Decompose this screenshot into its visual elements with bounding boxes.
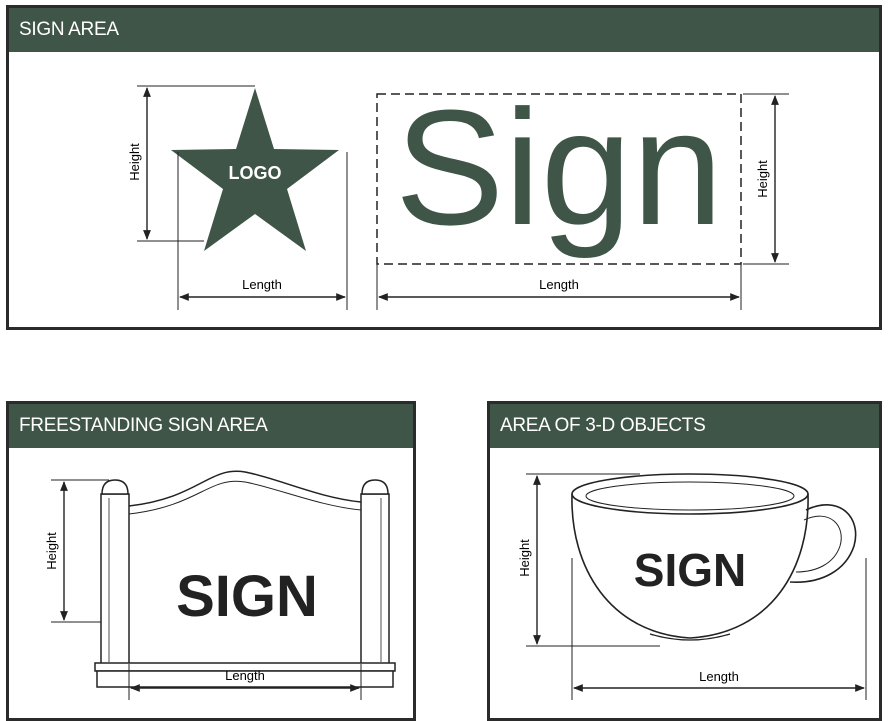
star-height-label: Height bbox=[127, 143, 142, 181]
freestanding-figure: SIGN Height Length bbox=[9, 448, 413, 721]
sign-panel-top bbox=[129, 471, 361, 506]
right-post bbox=[361, 494, 389, 664]
cup-length-label: Length bbox=[699, 669, 739, 684]
cup-rim-inner bbox=[586, 482, 794, 510]
sign-length-label: Length bbox=[539, 277, 579, 292]
3d-objects-header: AREA OF 3-D OBJECTS bbox=[490, 404, 879, 448]
left-post-cap bbox=[102, 480, 128, 494]
sign-area-header: SIGN AREA bbox=[9, 8, 879, 52]
logo-label: LOGO bbox=[229, 163, 282, 183]
fs-length-label: Length bbox=[225, 668, 265, 683]
sign-word: Sign bbox=[395, 76, 723, 259]
cup-sign-word: SIGN bbox=[634, 544, 746, 596]
3d-objects-figure: SIGN Height Length bbox=[490, 448, 879, 721]
star-length-label: Length bbox=[242, 277, 282, 292]
cup-height-label: Height bbox=[517, 539, 532, 577]
sign-area-figure: LOGO Height Length Sign Height Length bbox=[9, 52, 879, 328]
right-post-cap bbox=[362, 480, 388, 494]
fs-height-label: Height bbox=[44, 532, 59, 570]
freestanding-header: FREESTANDING SIGN AREA bbox=[9, 404, 413, 448]
left-post bbox=[101, 494, 129, 664]
freestanding-sign-word: SIGN bbox=[176, 564, 318, 629]
sign-area-panel: SIGN AREA LOGO Height Length Sign Height bbox=[6, 5, 882, 330]
freestanding-panel: FREESTANDING SIGN AREA SIGN Height Lengt… bbox=[6, 401, 416, 721]
3d-objects-panel: AREA OF 3-D OBJECTS SIGN Height Length bbox=[487, 401, 882, 721]
sign-panel-top-inner bbox=[129, 481, 361, 514]
sign-height-label: Height bbox=[755, 160, 770, 198]
